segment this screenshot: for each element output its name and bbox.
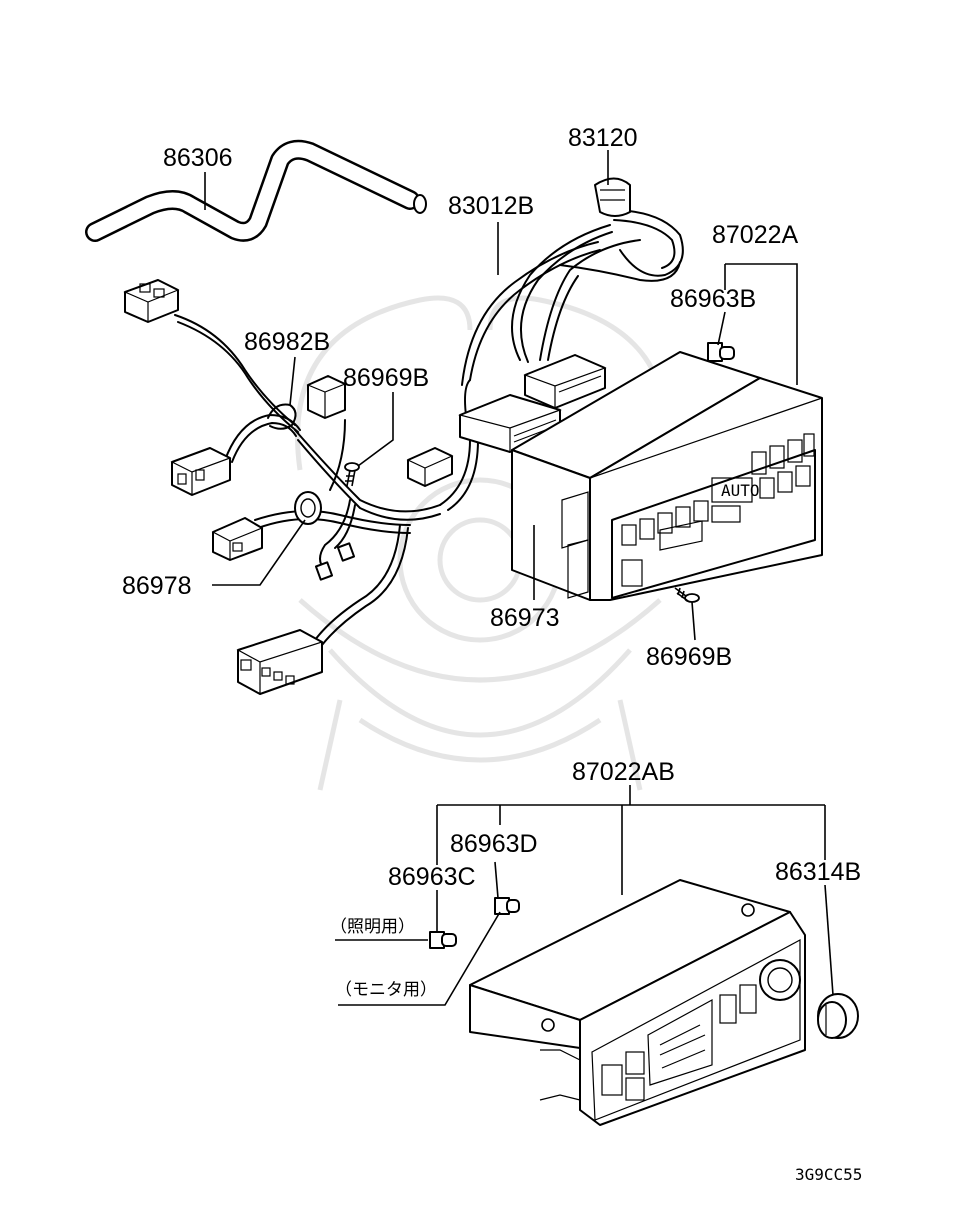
connector-bottom-large xyxy=(236,629,324,695)
note-illumination: （照明用） xyxy=(330,917,415,937)
label-87022AB: 87022AB xyxy=(572,758,675,786)
screw-86969B-lower xyxy=(674,587,700,603)
connector-left-middle xyxy=(170,447,232,496)
bulb-86963C xyxy=(429,931,457,949)
auto-marking: AUTO xyxy=(721,481,760,500)
note-monitor: （モニタ用） xyxy=(335,980,437,1000)
diagram-code: 3G9CC55 xyxy=(795,1165,862,1184)
bulb-86963B xyxy=(707,342,735,362)
clip-83120 xyxy=(594,177,631,217)
connector-upper-left xyxy=(123,279,180,323)
label-86969B-upper: 86969B xyxy=(343,364,429,392)
connector-center xyxy=(406,447,454,487)
knob-86314B xyxy=(817,993,859,1039)
upper-unit-buttons: AUTO xyxy=(621,433,815,587)
harness-bulbs xyxy=(314,542,356,581)
label-86314B: 86314B xyxy=(775,858,861,886)
label-83012B: 83012B xyxy=(448,192,534,220)
part-labels: 86306 83120 83012B 87022A 86963B 86982B … xyxy=(122,124,861,891)
clamp-86978 xyxy=(294,491,322,525)
hose-86306 xyxy=(85,139,427,242)
usage-notes: （照明用） （モニタ用） xyxy=(330,917,437,1000)
label-83120: 83120 xyxy=(568,124,638,152)
label-86306: 86306 xyxy=(163,144,233,172)
label-86982B: 86982B xyxy=(244,328,330,356)
label-86969B-lower: 86969B xyxy=(646,643,732,671)
band-86982B xyxy=(267,403,297,430)
bulb-86963D xyxy=(494,897,520,915)
connector-harness-main-2 xyxy=(523,354,607,409)
label-86963D: 86963D xyxy=(450,830,538,858)
label-86963C: 86963C xyxy=(388,863,476,891)
connector-left-lower xyxy=(211,517,264,561)
screw-86969B-upper xyxy=(344,462,360,487)
leader-lines xyxy=(204,150,834,1006)
control-unit-87022AB xyxy=(469,879,806,1126)
label-86963B: 86963B xyxy=(670,285,756,313)
control-unit-87022A: AUTO xyxy=(511,351,823,601)
label-86973: 86973 xyxy=(490,604,560,632)
label-87022A: 87022A xyxy=(712,221,799,249)
label-86978: 86978 xyxy=(122,572,192,600)
connector-86982B-side xyxy=(306,375,347,419)
